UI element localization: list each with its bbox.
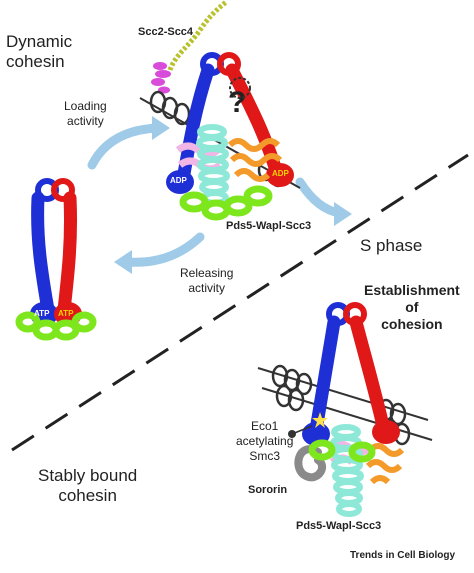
eco1-line-1: Eco1 (251, 419, 279, 433)
establishment-line-2: of (405, 299, 419, 315)
establishment-line-1: Establishment (364, 282, 460, 298)
s-phase-divider (11, 153, 469, 452)
dynamic-cohesin-line-2: cohesin (6, 52, 65, 71)
loading-activity-line-2: activity (67, 114, 104, 128)
establishment-label: Establishment of cohesion (364, 282, 460, 333)
dynamic-cohesin-ring: ? (139, 52, 301, 221)
released-cohesin-ring (15, 178, 97, 341)
scc2-scc4-label: Scc2-Scc4 (138, 26, 194, 38)
releasing-activity-line-2: activity (188, 281, 226, 295)
acetylation-star (312, 412, 328, 428)
stably-bound-line-1: Stably bound (38, 466, 138, 485)
loading-activity-label: Loading activity (64, 99, 107, 129)
adp-left-label: ADP (170, 176, 187, 185)
established-cohesin-ring (257, 302, 433, 517)
sororin-shape (294, 445, 327, 482)
scc2-scc4-loader (151, 0, 228, 94)
loading-arrow (87, 116, 170, 170)
pds5-wapl-scc3-top-label: Pds5-Wapl-Scc3 (226, 220, 312, 232)
s-phase-arrow (295, 177, 352, 226)
releasing-activity-label: Releasing activity (180, 266, 233, 296)
stably-bound-cohesin-label: Stably bound cohesin (38, 466, 137, 506)
question-mark: ? (228, 86, 246, 119)
loading-activity-line-1: Loading (64, 99, 107, 113)
atp-left-label: ATP (34, 309, 50, 318)
atp-right-label: ATP (58, 309, 74, 318)
stably-bound-line-2: cohesin (58, 486, 117, 505)
pds5-wapl-scc3-bottom-label: Pds5-Wapl-Scc3 (296, 520, 382, 532)
journal-credit: Trends in Cell Biology (350, 550, 456, 561)
eco1-line-2: acetylating (236, 434, 294, 448)
s-phase-label: S phase (360, 236, 423, 255)
dynamic-cohesin-line-1: Dynamic (6, 32, 73, 51)
establishment-line-3: cohesion (381, 316, 443, 332)
releasing-arrow (114, 232, 205, 274)
releasing-activity-line-1: Releasing (180, 266, 234, 280)
dynamic-cohesin-label: Dynamic cohesin (6, 32, 72, 72)
eco1-label: Eco1 acetylating Smc3 (236, 419, 293, 464)
sororin-label: Sororin (248, 484, 288, 496)
eco1-line-3: Smc3 (249, 449, 281, 463)
adp-right-label: ADP (272, 169, 289, 178)
